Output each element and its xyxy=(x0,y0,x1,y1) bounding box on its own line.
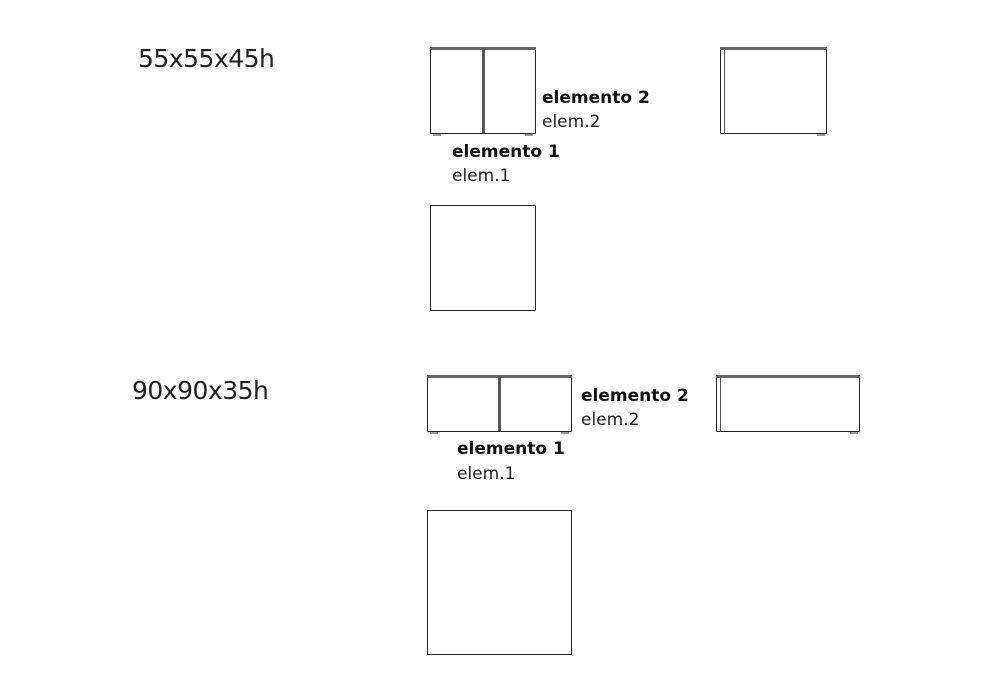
element-2-label: elemento 2 xyxy=(581,386,689,406)
element-1-label: elemento 1 xyxy=(452,142,560,162)
front-view-small xyxy=(430,47,536,136)
element-1-label: elemento 1 xyxy=(457,439,565,459)
element-2-abbr: elem.2 xyxy=(581,410,640,430)
front-view-large xyxy=(427,375,572,434)
side-view-small xyxy=(720,47,827,136)
element-1-abbr: elem.1 xyxy=(457,464,516,484)
element-2-label: elemento 2 xyxy=(542,88,650,108)
dimension-label: 90x90x35h xyxy=(132,376,269,405)
dimension-label: 55x55x45h xyxy=(138,44,275,73)
top-view-small xyxy=(430,205,536,311)
side-view-large xyxy=(716,375,860,434)
element-1-abbr: elem.1 xyxy=(452,166,511,186)
element-2-abbr: elem.2 xyxy=(542,112,601,132)
top-view-large xyxy=(427,510,572,655)
